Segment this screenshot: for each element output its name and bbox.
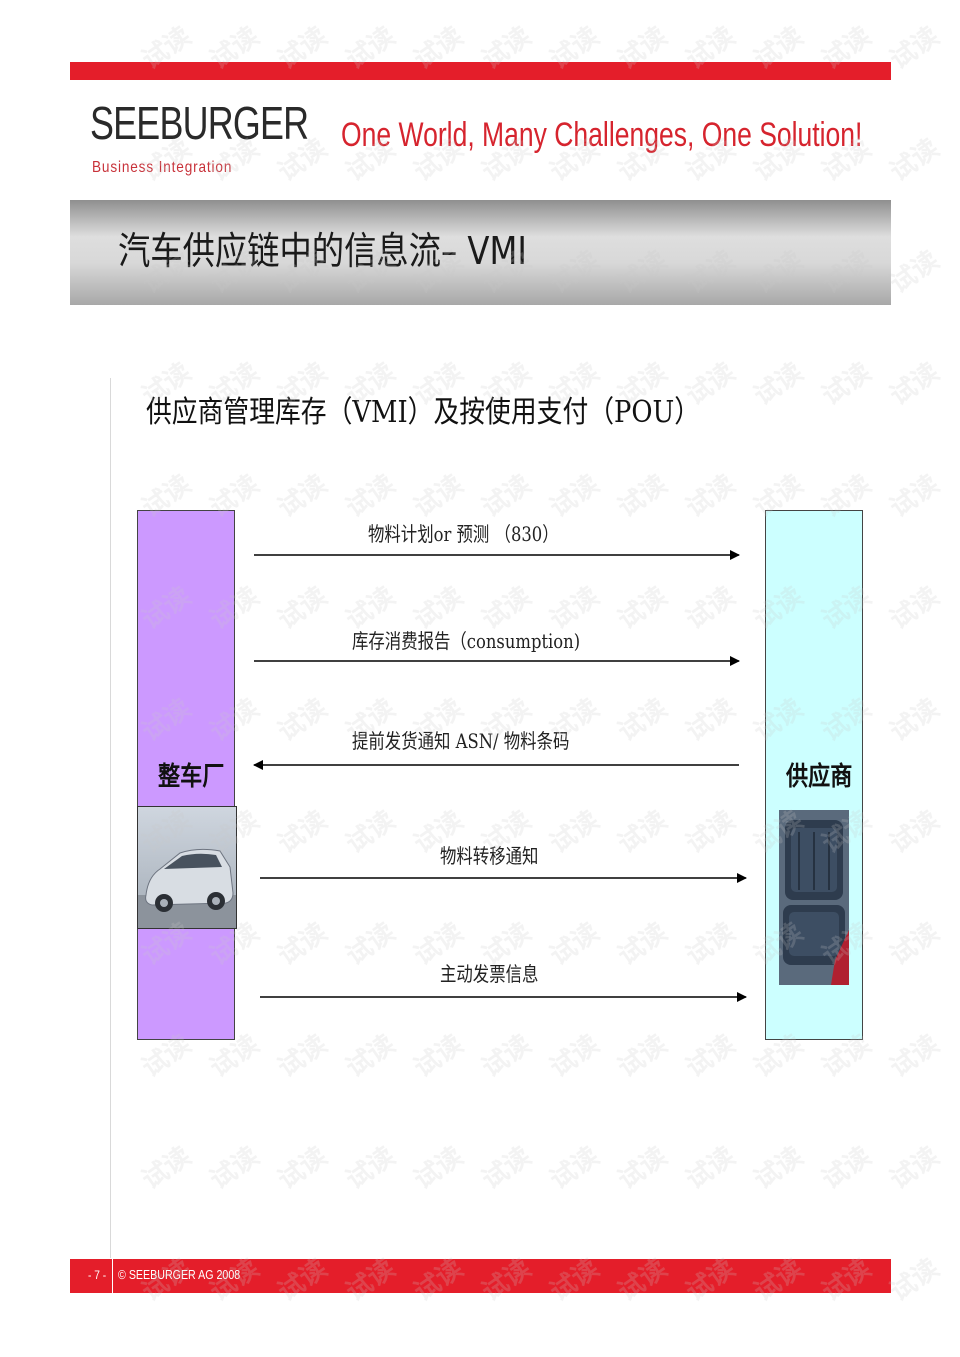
oem-label: 整车厂 xyxy=(158,762,225,792)
top-red-bar xyxy=(70,62,891,80)
flow-label-1: 物料计划or 预测 （830） xyxy=(368,522,559,546)
flow-label-2: 库存消费报告（consumption) xyxy=(352,629,581,653)
title-band xyxy=(70,200,891,305)
supplier-label: 供应商 xyxy=(786,762,853,792)
seeburger-logo: SEEBURGER xyxy=(90,97,309,149)
flow-label-3: 提前发货通知 ASN/ 物料条码 xyxy=(352,729,570,753)
logo-subtitle: Business Integration xyxy=(92,159,233,176)
page-number: - 7 - xyxy=(88,1268,107,1282)
flow-label-4: 物料转移通知 xyxy=(440,844,539,868)
car-seat-image xyxy=(779,810,849,985)
tagline: One World, Many Challenges, One Solution… xyxy=(340,116,862,154)
left-divider xyxy=(110,378,111,1258)
copyright: © SEEBURGER AG 2008 xyxy=(118,1267,241,1282)
car-image xyxy=(137,806,237,929)
oem-box xyxy=(137,510,235,1040)
slide-subtitle: 供应商管理库存（VMI）及按使用支付（POU） xyxy=(146,395,701,430)
flow-label-5: 主动发票信息 xyxy=(440,962,539,986)
footer-divider xyxy=(112,1259,113,1293)
slide-title: 汽车供应链中的信息流– VMI xyxy=(118,229,527,273)
footer-bar xyxy=(70,1259,891,1293)
